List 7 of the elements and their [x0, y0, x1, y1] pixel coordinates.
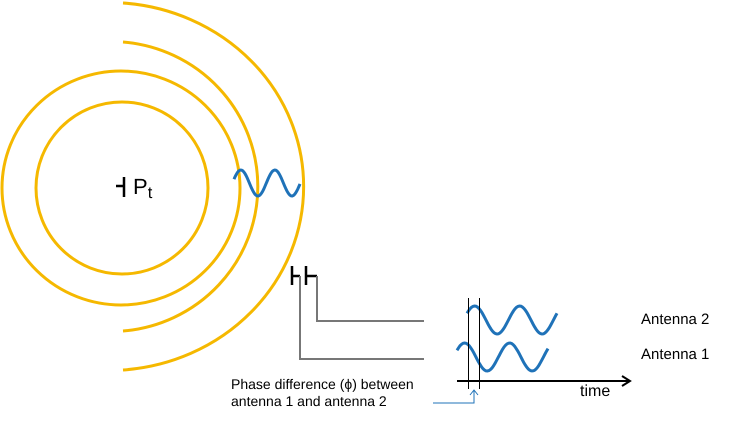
antenna-label: Antenna 1: [641, 347, 710, 362]
annotation-text: Phase difference (ϕ) between antenna 1 and antenna 2: [231, 376, 415, 410]
antenna-label: Antenna 2: [641, 312, 710, 327]
phase-interval-marker: [468, 298, 480, 389]
power-label: P$_{t}$: [133, 176, 152, 198]
leader-line: [432, 390, 478, 404]
axis-label: time: [580, 384, 610, 400]
